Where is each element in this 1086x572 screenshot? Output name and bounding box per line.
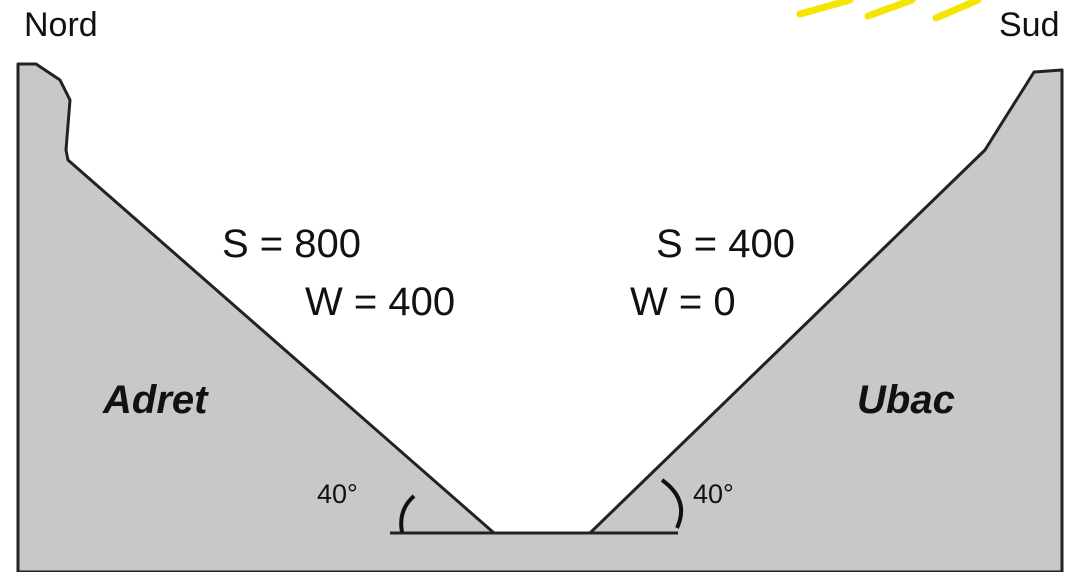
left-angle-arc xyxy=(399,494,416,533)
ubac-label: Ubac xyxy=(857,378,955,422)
right-s-value: S = 400 xyxy=(656,222,796,266)
north-label: Nord xyxy=(24,6,98,44)
left-s-value: S = 800 xyxy=(222,222,362,266)
adret-label: Adret xyxy=(103,378,208,422)
left-w-value: W = 400 xyxy=(305,280,456,324)
right-angle-arc xyxy=(660,478,683,529)
right-angle-label: 40° xyxy=(693,479,734,509)
left-angle-label: 40° xyxy=(317,479,358,509)
valley-terrain xyxy=(16,62,1064,572)
right-w-value: W = 0 xyxy=(630,280,736,324)
sun-rays-icon xyxy=(796,0,982,22)
south-label: Sud xyxy=(999,6,1060,44)
